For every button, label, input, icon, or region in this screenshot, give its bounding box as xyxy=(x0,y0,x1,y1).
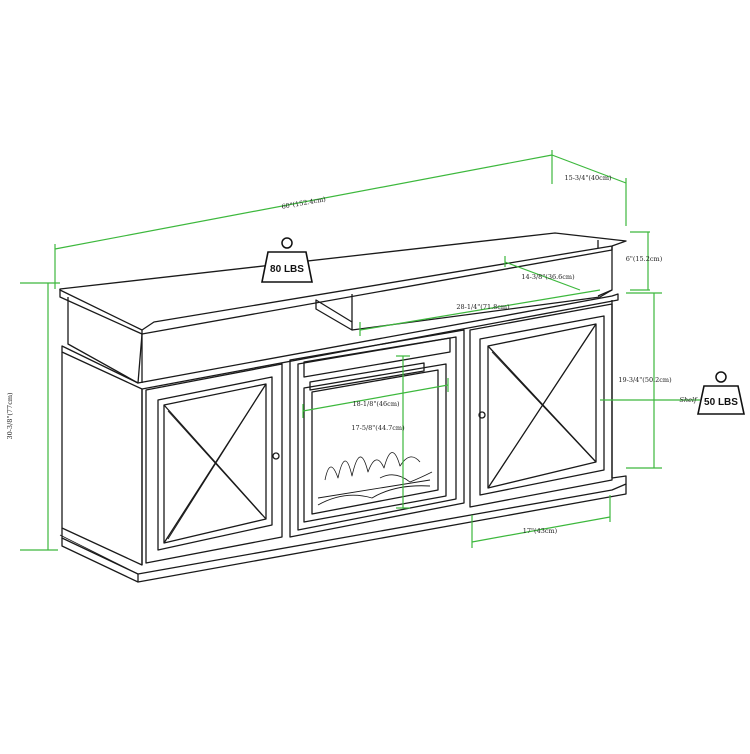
right-knob xyxy=(478,411,486,419)
tv-stand-drawing xyxy=(59,232,627,583)
top-surface xyxy=(59,232,627,331)
center-divider xyxy=(315,299,353,331)
dim-depth: 15-3/4"(40cm) xyxy=(564,174,612,182)
dim-top-shelf-height: 6"(15.2cm) xyxy=(626,255,663,263)
dim-cabinet-height: 19-3/4"(50.2cm) xyxy=(618,376,672,384)
fireplace-frame xyxy=(289,329,465,538)
weight-top-label: 80 LBS xyxy=(270,264,304,275)
dim-top-shelf-width: 28-1/4"(71.8cm) xyxy=(456,303,510,311)
dim-fireplace-height: 17-5/8"(44.7cm) xyxy=(351,424,405,432)
right-door xyxy=(469,303,613,508)
dim-fireplace-width: 18-1/8"(46cm) xyxy=(352,400,400,408)
dim-top-shelf-depth: 14-3/8"(36.6cm) xyxy=(521,273,575,281)
shelf-label: Shelf xyxy=(680,396,699,404)
weight-icon-shelf: 50 LBS xyxy=(697,371,745,415)
dim-door-width: 17"(43cm) xyxy=(523,527,558,535)
left-knob xyxy=(272,452,280,460)
dim-width: 60"(152.4cm) xyxy=(281,195,327,211)
dim-overall-height: 30-3/8"(77cm) xyxy=(6,392,14,440)
weight-shelf-label: 50 LBS xyxy=(704,397,738,408)
dimension-lines xyxy=(20,150,700,551)
left-door xyxy=(145,363,283,564)
weight-icon-top: 80 LBS xyxy=(261,237,313,283)
upper-shelf-panel xyxy=(67,297,143,384)
